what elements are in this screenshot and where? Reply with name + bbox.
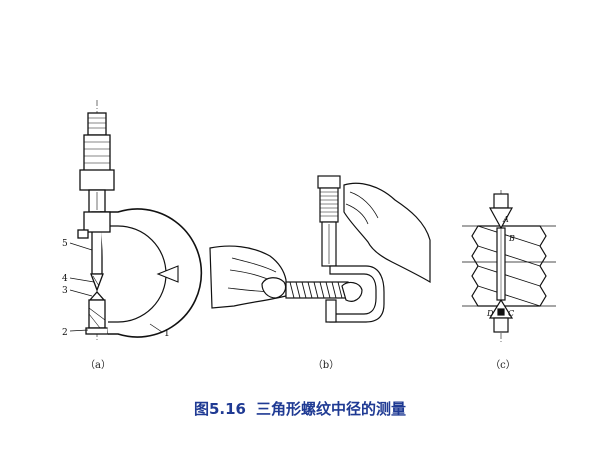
panel-a-label: （a） [85,360,111,371]
figure-number: 图5.16 [193,400,246,418]
panel-c-drawing [462,190,556,342]
panel-b-drawing [209,175,431,323]
panel-a-drawing [69,100,203,340]
panel-c-point-labels: A B C D [486,215,515,318]
part-label-4: 4 [62,274,68,284]
figure-caption: 图5.16 三角形螺纹中径的测量 [0,398,600,419]
part-label-2: 2 [62,328,68,338]
part-label-5: 5 [62,239,68,249]
panel-b-label: （b） [312,360,340,371]
point-label-d: D [486,309,494,318]
panel-a-part-labels: 5 4 3 2 1 [62,239,170,339]
figure-title: 三角形螺纹中径的测量 [256,400,407,418]
point-label-b: B [508,234,515,243]
point-label-c: C [508,309,514,318]
part-label-3: 3 [62,286,68,296]
panel-c-label: （c） [490,360,516,371]
part-label-1: 1 [164,329,170,339]
point-label-a: A [502,215,509,224]
